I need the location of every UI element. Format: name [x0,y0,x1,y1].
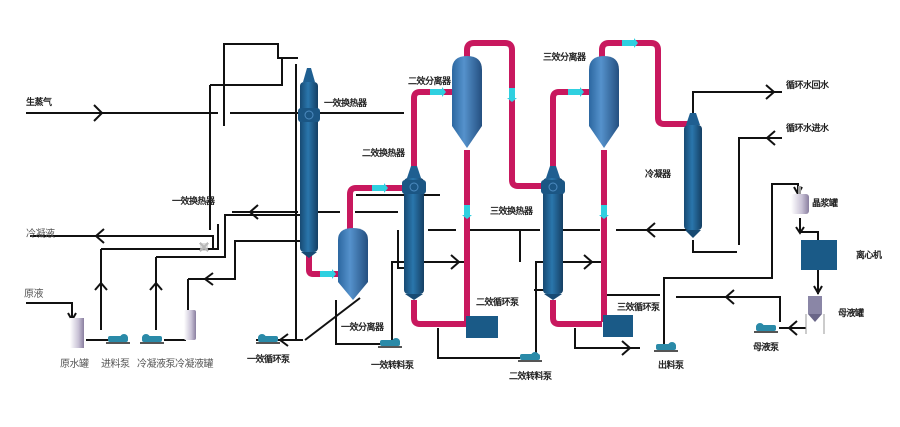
circ-pump-3-box[interactable] [603,315,633,337]
feed-up-arrow [94,281,108,291]
live-steam-arrow [93,104,104,122]
pipe-heater3-bottom [550,300,602,327]
label-condenser: 冷凝器 [645,170,671,180]
label-heater-1: 一效换热器 [324,99,367,109]
flow-arrows [320,38,638,279]
heater-3[interactable] [541,166,565,300]
heater-2[interactable] [402,166,426,300]
pipe-heater1-to-sep1 [306,255,338,277]
label-circ-pump-2: 二效循环泵 [476,298,519,308]
label-heater-1-side: 一效换热器 [172,197,215,207]
label-heater-3: 三效换热器 [490,207,533,217]
label-separator-3: 三效分离器 [543,53,586,63]
label-condensate-pump: 冷凝液泵 [137,359,176,370]
condenser[interactable] [684,113,702,238]
cond-tank-arrow [203,272,214,286]
pipe-heater3-to-sep3 [550,89,590,175]
label-transfer-pump-1: 一效转料泵 [371,361,414,371]
condensate-line [30,235,214,250]
label-discharge-pump: 出料泵 [658,361,684,371]
condensate-tank-icon [184,310,196,340]
circ-pump-2-box[interactable] [466,316,498,338]
label-live-steam: 生蒸气 [26,98,52,108]
cond-up-arrow [149,281,163,291]
pipe-sep3-top-to-condenser [599,40,688,127]
label-raw-water-tank: 原水罐 [60,359,89,370]
separator-1[interactable] [338,228,368,300]
crystallizer-tank-icon [791,186,809,214]
label-cooling-water-return: 循环水回水 [786,81,829,91]
label-circ-pump-1: 一效循环泵 [247,355,290,365]
pipe-sep2-top-to-heater3 [464,40,548,189]
heater-1[interactable] [298,68,320,258]
separator-2[interactable] [452,56,482,148]
label-circ-pump-3: 三效循环泵 [617,303,660,313]
vapor-pipes [306,40,688,327]
label-condensate-tank: 冷凝液罐 [175,359,214,370]
label-mother-liquor-tank: 母液罐 [838,309,864,319]
discharge-pump-icon [654,342,678,352]
pipe-heater2-bottom [411,300,468,327]
process-lines [26,43,823,359]
valve-icon[interactable] [199,242,209,252]
condensate-pump-icon [140,334,164,344]
label-cooling-water-supply: 循环水进水 [786,124,829,134]
label-mother-liquor-pump: 母液泵 [753,343,779,353]
label-crystallizer-tank: 晶浆罐 [812,199,838,209]
raw-water-tank-icon [70,318,84,348]
label-centrifuge: 离心机 [856,251,882,261]
circ-pump-1-icon [256,334,280,344]
small-pumps [106,323,778,362]
label-separator-1: 一效分离器 [341,323,384,333]
label-condensate: 冷凝液 [26,229,55,240]
condensate-arrow [94,228,105,244]
label-heater-2: 二效换热器 [362,149,405,159]
transfer-pump-1-icon [378,338,402,348]
mother-liquor-pump-icon [754,323,778,333]
separator-3[interactable] [589,56,619,148]
centrifuge-icon [801,240,837,270]
mother-liquor-tank-icon [805,296,825,334]
pipe-sep1-to-heater2 [347,178,413,232]
feed-pump-icon [106,334,130,344]
transfer-pump-2-icon [518,352,542,362]
label-raw-liquid: 原液 [24,289,44,300]
label-transfer-pump-2: 二效转料泵 [509,372,552,382]
label-separator-2: 二效分离器 [408,77,451,87]
label-feed-pump: 进料泵 [101,359,130,370]
pipe-heater2-to-sep2 [411,89,452,175]
